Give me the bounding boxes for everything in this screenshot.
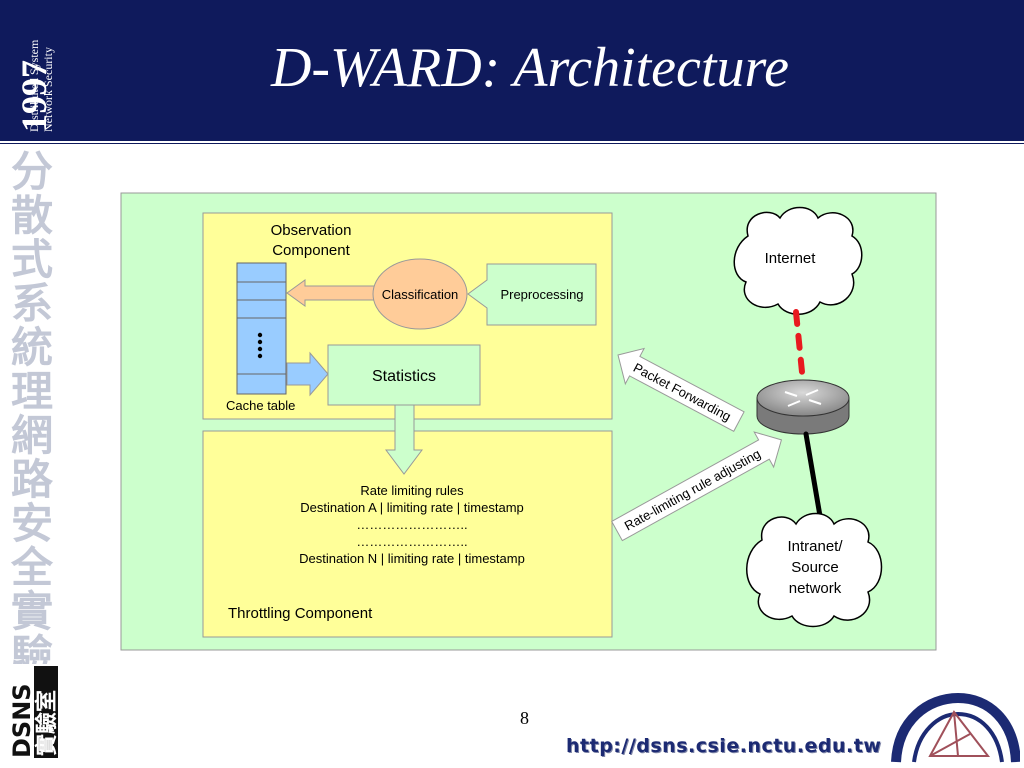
preprocessing-box: [467, 263, 597, 326]
internet-cloud: Internet: [733, 206, 863, 315]
footer-url[interactable]: http://dsns.csie.nctu.edu.tw: [566, 735, 882, 757]
page-number: 8: [520, 708, 529, 728]
intranet-label-line1: Intranet/: [787, 538, 843, 555]
sidebar-char: 安: [10, 499, 53, 548]
arrow-cache-to-statistics: [286, 351, 329, 397]
internet-label: Internet: [765, 250, 817, 267]
cache-table: [236, 262, 287, 395]
sidebar-char: 實: [10, 587, 53, 636]
dsns-logo-cjk: 實驗室: [34, 690, 60, 756]
sidebar-char: 系: [10, 279, 53, 328]
header-logo-line1: Distributed System: [27, 39, 41, 132]
intranet-cloud: Intranet/ Source network: [746, 512, 883, 628]
router-intranet-link: [803, 431, 823, 519]
rule-destination-a: Destination A | limiting rate | timestam…: [300, 500, 524, 515]
sidebar-char: 網: [10, 411, 53, 460]
observation-title-line1: Observation: [271, 222, 352, 239]
statistics-label: Statistics: [372, 368, 436, 385]
arrow-statistics-to-throttling: [385, 404, 423, 475]
rule-destination-n: Destination N | limiting rate | timestam…: [299, 551, 525, 566]
header-logo-line2: Network Security: [41, 47, 55, 132]
cache-table-label: Cache table: [226, 398, 295, 413]
classification-node: [372, 258, 468, 330]
preprocessing-label: Preprocessing: [500, 287, 583, 302]
header-rule: [0, 138, 1024, 141]
rules-ellipsis-2: ……………………..: [356, 534, 467, 549]
router-icon: [756, 379, 850, 435]
sidebar-char: 路: [10, 455, 53, 504]
sidebar-char: 散: [10, 191, 53, 240]
cache-ellipsis-dots: [257, 332, 263, 359]
internet-router-link: [793, 309, 806, 385]
sidebar-char: 統: [10, 323, 53, 372]
dsns-logo: DSNS 實驗室: [4, 664, 60, 760]
intranet-label-line3: network: [789, 580, 842, 597]
sidebar-char: 理: [10, 367, 53, 416]
rules-ellipsis-1: ……………………..: [356, 517, 467, 532]
header-logo-year: 1997: [14, 60, 54, 132]
sidebar-char: 式: [10, 235, 53, 284]
header-rule-thin: [0, 143, 1024, 144]
dsns-logo-text: DSNS: [8, 683, 36, 758]
rules-title: Rate limiting rules: [360, 483, 464, 498]
header-logo: 1997 Distributed System Network Security: [14, 39, 55, 132]
sidebar-char: 分: [10, 147, 53, 196]
throttling-component-label: Throttling Component: [228, 605, 373, 622]
observation-title-line2: Component: [272, 242, 350, 259]
intranet-label-line2: Source: [791, 559, 839, 576]
slide-title: D-WARD: Architecture: [270, 37, 790, 99]
sidebar-char: 全: [10, 543, 53, 592]
slide-header: [0, 0, 1024, 138]
dsns-emblem-logo: [891, 692, 1020, 763]
classification-label: Classification: [382, 287, 459, 302]
